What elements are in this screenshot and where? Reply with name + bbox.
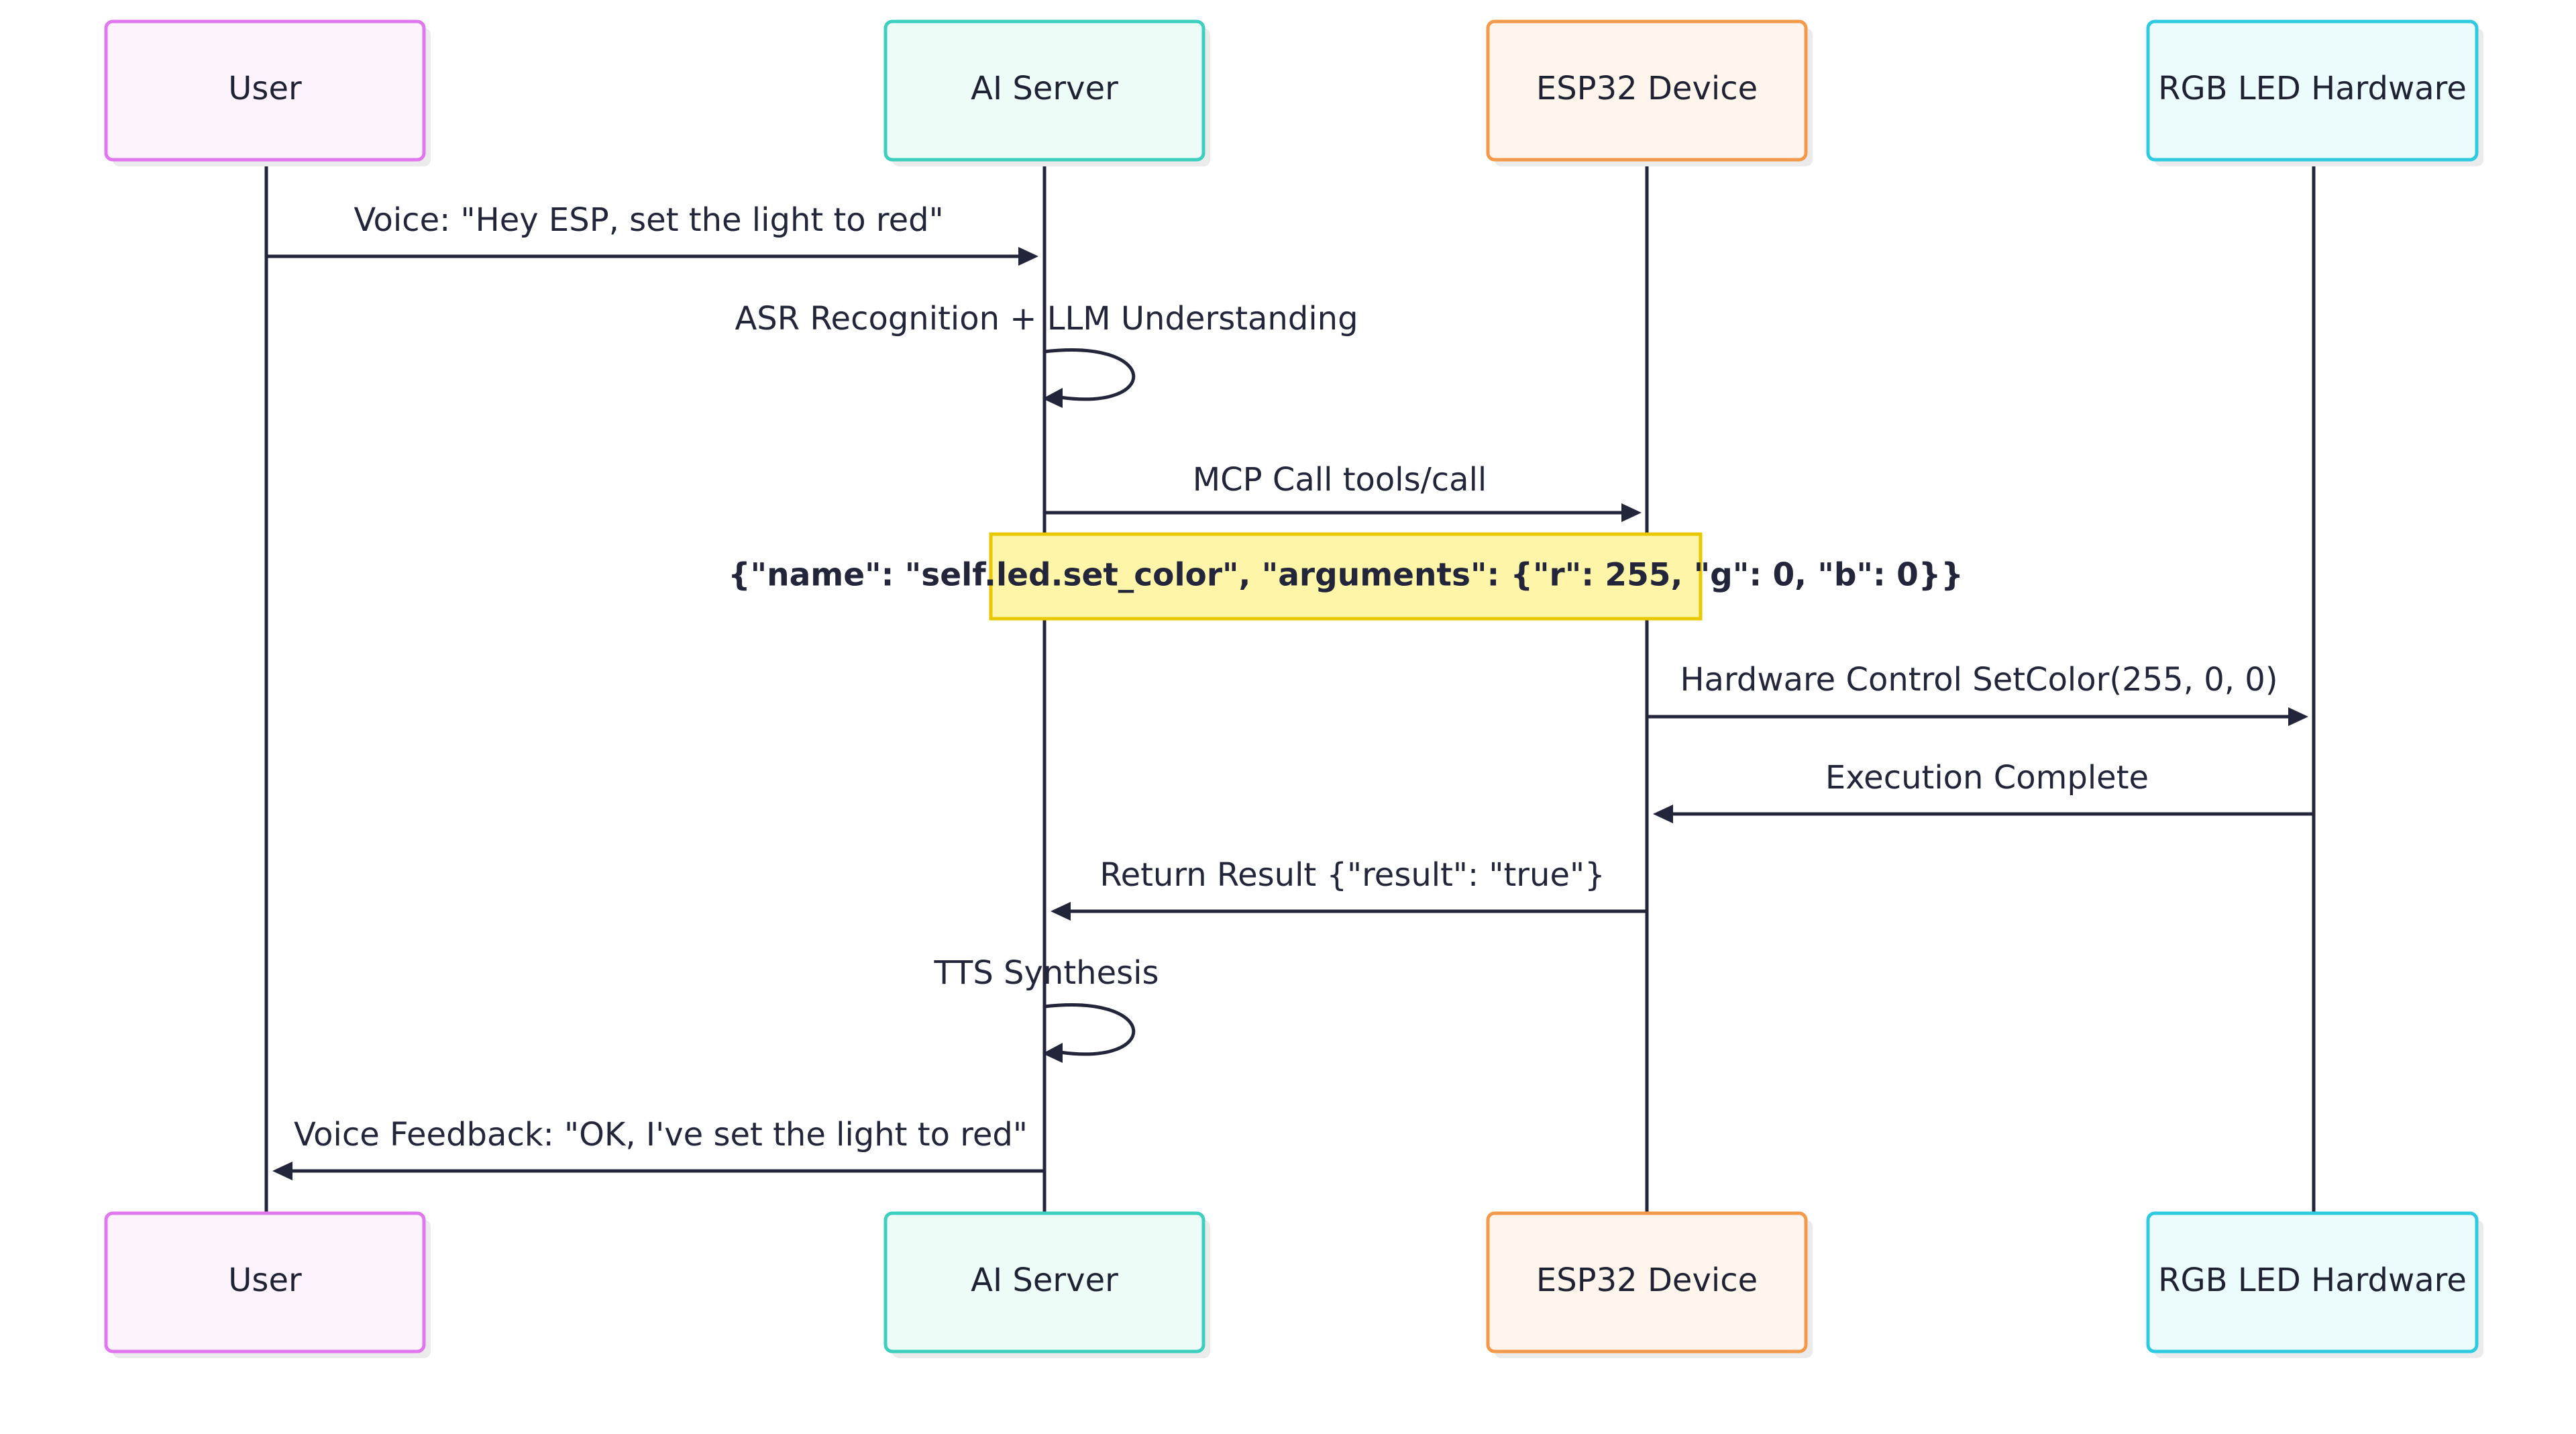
message-return-result: Return Result {"result": "true"}	[1051, 856, 1647, 921]
actors-top: User AI Server ESP32 Device RGB LED Hard…	[104, 19, 2483, 166]
message-voice-feedback: Voice Feedback: "OK, I've set the light …	[272, 1116, 1044, 1180]
message-label: ASR Recognition + LLM Understanding	[735, 300, 1358, 338]
actor-box	[2146, 19, 2479, 162]
lifelines	[264, 161, 2316, 1215]
message-label: Voice: "Hey ESP, set the light to red"	[354, 201, 943, 239]
message-label: Hardware Control SetColor(255, 0, 0)	[1680, 661, 2277, 699]
actor-rgb-led-hardware-bottom[interactable]: RGB LED Hardware	[2146, 1211, 2483, 1358]
actor-label: ESP32 Device	[1536, 1262, 1758, 1299]
actor-box	[883, 19, 1205, 162]
message-label: Return Result {"result": "true"}	[1099, 856, 1605, 894]
actor-label: User	[228, 1262, 302, 1299]
message-label: Execution Complete	[1825, 759, 2149, 797]
actor-box	[883, 1211, 1205, 1353]
actor-box	[2146, 1211, 2479, 1353]
message-label: MCP Call tools/call	[1193, 461, 1487, 499]
note-mcp-payload: {"name": "self.led.set_color", "argument…	[728, 532, 1964, 621]
actor-label: ESP32 Device	[1536, 70, 1758, 107]
arrowhead	[1621, 503, 1642, 522]
actor-ai-server-top[interactable]: AI Server	[883, 19, 1210, 166]
note-box	[989, 532, 1703, 621]
messages: Voice: "Hey ESP, set the light to red" A…	[266, 201, 2314, 1180]
actor-user-bottom[interactable]: User	[104, 1211, 431, 1358]
arrowhead	[1653, 805, 1673, 823]
actors-bottom: User AI Server ESP32 Device RGB LED Hard…	[104, 1211, 2483, 1358]
actor-box	[104, 1211, 426, 1353]
arrowhead	[1051, 902, 1071, 921]
actor-label: AI Server	[971, 70, 1118, 107]
message-voice-command: Voice: "Hey ESP, set the light to red"	[266, 201, 1038, 266]
message-hardware-control: Hardware Control SetColor(255, 0, 0)	[1647, 661, 2308, 726]
self-loop-arrow	[1044, 348, 1136, 401]
actor-box	[1486, 1211, 1808, 1353]
actor-user-top[interactable]: User	[104, 19, 431, 166]
message-mcp-call: MCP Call tools/call	[1044, 461, 1642, 522]
actor-rgb-led-hardware-top[interactable]: RGB LED Hardware	[2146, 19, 2483, 166]
actor-label: AI Server	[971, 1262, 1118, 1299]
actor-esp32-device-top[interactable]: ESP32 Device	[1486, 19, 1813, 166]
message-label: Voice Feedback: "OK, I've set the light …	[294, 1116, 1028, 1154]
message-execution-complete: Execution Complete	[1653, 759, 2314, 823]
actor-label: User	[228, 70, 302, 107]
message-label: TTS Synthesis	[934, 954, 1159, 992]
arrowhead	[1042, 388, 1063, 408]
self-loop-arrow	[1044, 1003, 1136, 1056]
arrowhead	[1042, 1043, 1063, 1063]
arrowhead	[272, 1162, 292, 1180]
message-tts-synthesis: TTS Synthesis	[934, 954, 1159, 1063]
message-asr-llm: ASR Recognition + LLM Understanding	[735, 300, 1358, 408]
note-text: {"name": "self.led.set_color", "argument…	[728, 557, 1964, 594]
actor-box	[104, 19, 426, 162]
actor-label: RGB LED Hardware	[2158, 70, 2467, 107]
actor-box	[1486, 19, 1808, 162]
actor-label: RGB LED Hardware	[2158, 1262, 2467, 1299]
arrowhead	[2288, 707, 2308, 726]
arrowhead	[1018, 247, 1038, 266]
actor-ai-server-bottom[interactable]: AI Server	[883, 1211, 1210, 1358]
actor-esp32-device-bottom[interactable]: ESP32 Device	[1486, 1211, 1813, 1358]
